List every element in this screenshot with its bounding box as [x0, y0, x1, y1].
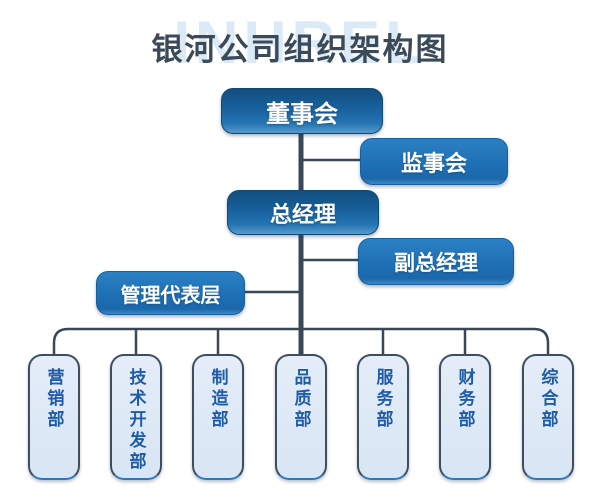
dept-quality: 品质部: [275, 354, 327, 480]
node-supervisory-board: 监事会: [360, 138, 508, 185]
dept-marketing: 营销部: [28, 354, 80, 480]
node-deputy-general-manager: 副总经理: [358, 238, 514, 285]
connector-rail: [52, 327, 550, 356]
dept-label: 制造部: [208, 368, 228, 431]
dept-general-affairs: 综合部: [522, 354, 574, 480]
node-label: 副总经理: [394, 251, 478, 275]
dept-label: 技术开发部: [126, 368, 146, 473]
node-label: 总经理: [269, 201, 336, 227]
node-label: 董事会: [266, 100, 338, 128]
node-board-of-directors: 董事会: [221, 88, 383, 134]
node-general-manager: 总经理: [227, 190, 379, 235]
dept-label: 综合部: [538, 368, 558, 431]
dept-label: 品质部: [291, 368, 311, 431]
dept-service: 服务部: [357, 354, 409, 480]
dept-tech-development: 技术开发部: [110, 354, 162, 480]
dept-label: 营销部: [44, 368, 64, 431]
node-label: 管理代表层: [120, 284, 221, 307]
node-label: 监事会: [400, 150, 467, 176]
node-management-representative: 管理代表层: [96, 271, 245, 315]
dept-manufacturing: 制造部: [192, 354, 244, 480]
watermark-text: INHREL: [173, 9, 427, 76]
dept-finance: 财务部: [439, 354, 491, 480]
dept-label: 服务部: [373, 368, 393, 431]
page-title: 银河公司组织架构图: [151, 32, 449, 67]
dept-label: 财务部: [455, 368, 475, 431]
